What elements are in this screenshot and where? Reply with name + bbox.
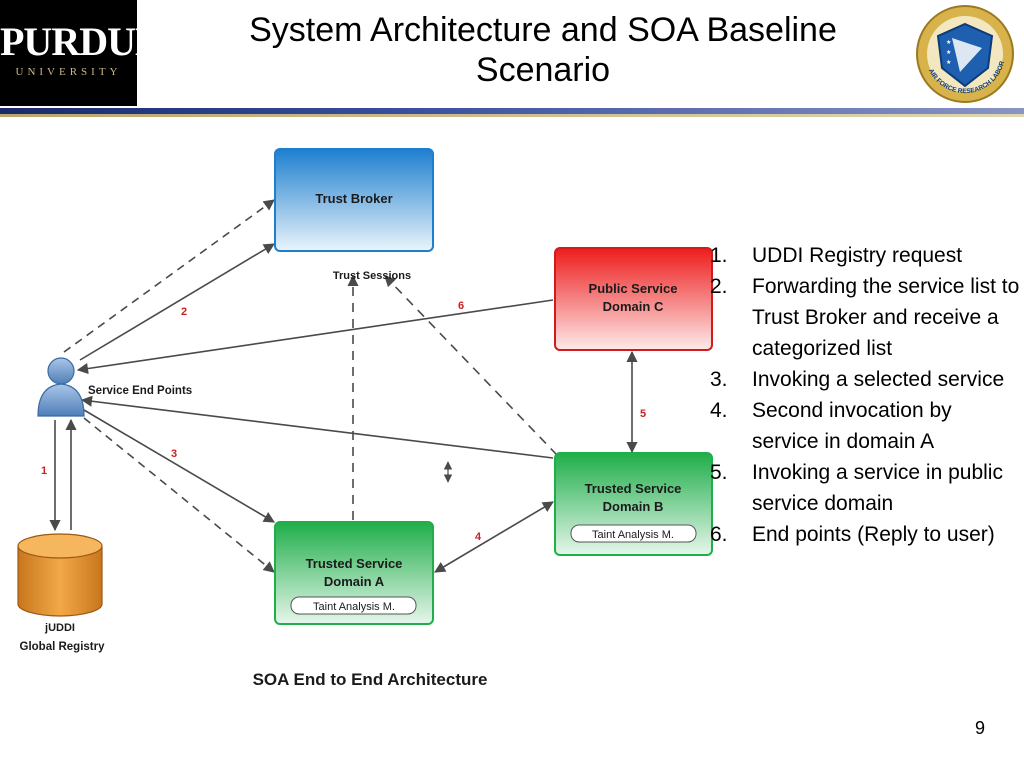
registry-label-line1: jUDDI xyxy=(44,622,75,634)
edge-domain-a-domain-b xyxy=(434,501,554,573)
edge-number-4: 4 xyxy=(475,531,482,543)
trust-broker-box xyxy=(274,148,434,252)
purdue-wordmark: PURDUE xyxy=(0,19,162,64)
header-rule-dark xyxy=(0,108,1024,114)
slide-title: System Architecture and SOA Baseline Sce… xyxy=(170,10,916,90)
edge-number-6: 6 xyxy=(458,300,464,312)
edge-domain-b-to-user xyxy=(80,395,554,459)
trusted-domain-a-line1: Trusted Service xyxy=(306,556,403,571)
edge-user-to-domain-a xyxy=(83,409,275,523)
step-item: 4. Second invocation by service in domain… xyxy=(710,395,1020,457)
taint-analysis-badge-a xyxy=(290,596,417,615)
user-icon xyxy=(37,357,85,417)
step-text: Invoking a service in public service dom… xyxy=(752,461,1003,515)
taint-analysis-badge-b xyxy=(570,524,697,543)
edge-domain-c-to-user xyxy=(76,299,554,375)
trusted-domain-a-line2: Domain A xyxy=(324,574,385,589)
taint-analysis-label-a: Taint Analysis M. xyxy=(313,601,395,613)
slide-title-line2: Scenario xyxy=(475,51,611,89)
step-text: Forwarding the service list to Trust Bro… xyxy=(752,275,1020,360)
public-domain-c-box xyxy=(554,247,713,351)
step-text: Second invocation by service in domain A xyxy=(752,399,952,453)
trusted-domain-b-line2: Domain B xyxy=(603,499,664,514)
slide-title-line1: System Architecture and SOA Baseline xyxy=(249,11,837,49)
step-number: 3. xyxy=(710,368,728,391)
step-text: End points (Reply to user) xyxy=(752,523,995,546)
edge-user-to-trust-broker xyxy=(79,243,275,361)
trusted-domain-b-line1: Trusted Service xyxy=(585,481,682,496)
public-domain-c-line1: Public Service xyxy=(589,281,678,296)
purdue-logo: PURDUE UNIVERSITY xyxy=(0,0,162,106)
svg-text:★: ★ xyxy=(946,59,951,66)
step-item: 5. Invoking a service in public service d… xyxy=(710,457,1020,519)
afrl-logo: ★ ★ ★ AIR FORCE RESEARCH LABORATORY xyxy=(910,2,1014,103)
step-item: 1. UDDI Registry request xyxy=(710,240,1020,271)
edge-number-2: 2 xyxy=(181,306,187,318)
step-number: 4. xyxy=(710,399,728,422)
step-number: 1. xyxy=(710,244,728,267)
trust-sessions-label: Trust Sessions xyxy=(333,270,411,282)
page-number: 9 xyxy=(975,718,986,738)
step-number: 5. xyxy=(710,461,728,484)
step-item: 3. Invoking a selected service xyxy=(710,364,1020,395)
steps-list: 1. UDDI Registry request 2. Forwarding the… xyxy=(710,240,1020,550)
purdue-subtext: UNIVERSITY xyxy=(15,66,122,78)
edge-user-to-domain-a-dashed xyxy=(83,417,275,573)
edge-number-5: 5 xyxy=(640,408,646,420)
header-rule-light xyxy=(0,114,1024,117)
public-domain-c-line2: Domain C xyxy=(603,299,664,314)
service-end-points-label: Service End Points xyxy=(88,385,192,397)
taint-analysis-label-b: Taint Analysis M. xyxy=(592,529,674,541)
step-item: 2. Forwarding the service list to Trust B… xyxy=(710,271,1020,364)
svg-text:★: ★ xyxy=(946,39,951,46)
database-icon xyxy=(17,533,103,617)
step-text: UDDI Registry request xyxy=(752,244,963,267)
edge-trust-broker-dashed xyxy=(63,199,275,353)
svg-text:★: ★ xyxy=(946,49,951,56)
registry-label-line2: Global Registry xyxy=(20,641,106,653)
step-item: 6. End points (Reply to user) xyxy=(710,519,1020,550)
edge-number-1: 1 xyxy=(41,465,47,477)
step-number: 2. xyxy=(710,275,728,298)
step-text: Invoking a selected service xyxy=(752,368,1005,391)
edge-number-3: 3 xyxy=(171,448,177,460)
diagram-caption: SOA End to End Architecture xyxy=(253,670,488,689)
trust-broker-label: Trust Broker xyxy=(315,191,392,206)
step-number: 6. xyxy=(710,523,728,546)
